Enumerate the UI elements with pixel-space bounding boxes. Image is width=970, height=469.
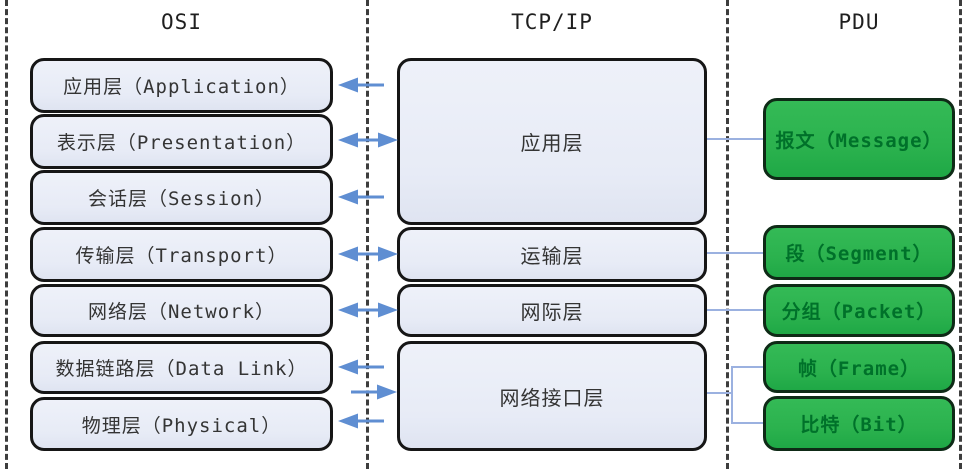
pdu-box-bit: 比特（Bit） [763, 396, 955, 451]
osi-layer-presentation: 表示层（Presentation） [30, 114, 333, 169]
arrow-left-session-icon [338, 189, 384, 205]
arrow-left-application-icon [338, 77, 384, 93]
tcpip-layer-network-interface: 网络接口层 [397, 341, 707, 451]
tcpip-layer-transport: 运输层 [397, 227, 707, 282]
tcpip-layer-application: 应用层 [397, 58, 707, 225]
osi-layer-datalink: 数据链路层（Data Link） [30, 341, 333, 394]
arrow-right-network-interface-icon [351, 384, 397, 400]
osi-layer-session: 会话层（Session） [30, 170, 333, 225]
arrow-both-network-icon [338, 302, 398, 318]
column-separator-tcpip-pdu [726, 0, 729, 469]
pdu-box-packet: 分组（Packet） [763, 284, 955, 337]
connector-internet-packet [707, 309, 763, 311]
tcpip-column-header: TCP/IP [511, 10, 593, 34]
pdu-box-segment: 段（Segment） [763, 225, 955, 280]
arrow-both-presentation-icon [338, 132, 398, 148]
osi-column-header: OSI [161, 10, 202, 34]
column-separator-right [959, 0, 962, 469]
pdu-column-header: PDU [838, 10, 880, 34]
arrow-left-datalink-icon [338, 359, 384, 375]
column-separator-osi-tcpip [366, 0, 369, 469]
osi-layer-network: 网络层（Network） [30, 284, 333, 337]
pdu-box-frame: 帧（Frame） [763, 341, 955, 393]
pdu-box-message: 报文（Message） [763, 98, 955, 180]
osi-layer-application: 应用层（Application） [30, 58, 333, 113]
column-separator-left [5, 0, 8, 469]
connector-network-interface-bit [731, 422, 763, 424]
arrow-both-transport-icon [338, 246, 398, 262]
connector-network-interface-stem [707, 392, 733, 394]
connector-network-interface-branch [731, 366, 733, 424]
tcpip-layer-internet: 网际层 [397, 284, 707, 337]
osi-layer-transport: 传输层（Transport） [30, 227, 333, 282]
arrow-left-physical-icon [338, 413, 384, 429]
connector-network-interface-frame [731, 366, 763, 368]
connector-application-message [707, 138, 763, 140]
osi-layer-physical: 物理层（Physical） [30, 397, 333, 451]
connector-transport-segment [707, 252, 763, 254]
